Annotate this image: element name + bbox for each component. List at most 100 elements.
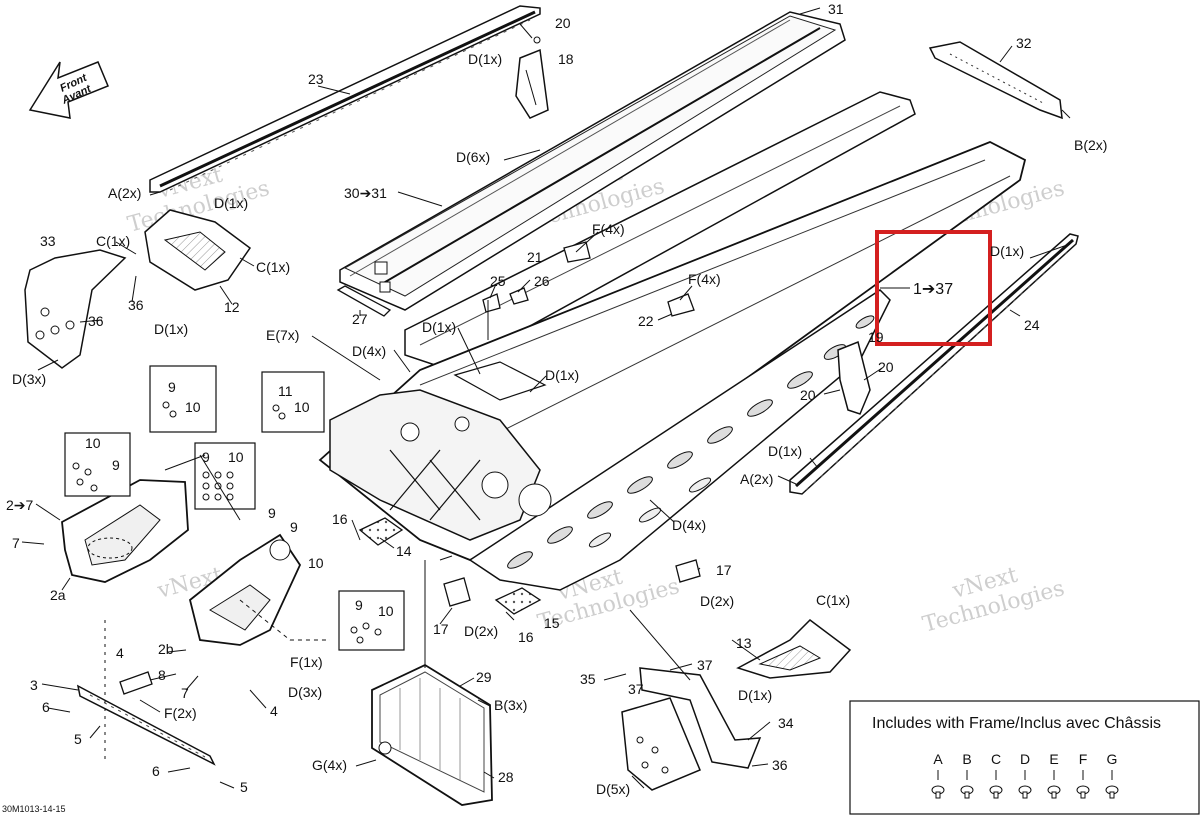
callout-c9b: 9 — [112, 457, 120, 473]
highlight-label: 1➔37 — [913, 281, 953, 298]
callout-c7b: 7 — [181, 685, 189, 701]
fastener-shank-icon-b — [964, 791, 970, 799]
callout-c32: 32 — [1016, 35, 1032, 51]
callout-c16b: 16 — [518, 629, 534, 645]
callout-cD1b: D(1x) — [214, 195, 248, 211]
small-hardware-group — [336, 241, 695, 317]
callout-c18: 18 — [558, 51, 574, 67]
callout-c37a: 37 — [697, 657, 713, 673]
callout-c7a: 7 — [12, 535, 20, 551]
legend-letter-d: D — [1020, 751, 1030, 767]
part-32-bracket — [928, 41, 1063, 120]
tunnel-top-panel — [339, 11, 846, 311]
callout-cD3b: D(3x) — [288, 684, 322, 700]
callout-cD3a: D(3x) — [12, 371, 46, 387]
callout-c4b: 4 — [270, 703, 278, 719]
callout-cF4a: F(4x) — [592, 221, 625, 237]
callout-cD2b: D(2x) — [464, 623, 498, 639]
callout-c10a: 10 — [185, 399, 201, 415]
leader-lines — [21, 7, 1071, 789]
callout-cD1r: D(1x) — [990, 243, 1024, 259]
callout-cB3: B(3x) — [494, 697, 527, 713]
callout-c6a: 6 — [42, 699, 50, 715]
part-2b-suspension-bracket — [188, 533, 302, 646]
callout-labels: 31203223D(1x)18B(2x)D(6x)A(2x)30➔31D(1x)… — [6, 1, 1107, 797]
callout-c10b: 10 — [294, 399, 310, 415]
fastener-shank-icon-d — [1022, 791, 1028, 799]
bulkhead-holes — [389, 416, 552, 521]
callout-cD1g: D(1x) — [738, 687, 772, 703]
fastener-shank-icon-e — [1051, 791, 1057, 799]
callout-c2b: 2b — [158, 641, 174, 657]
callout-c5b: 5 — [240, 779, 248, 795]
callout-c4a: 4 — [116, 645, 124, 661]
callout-cA2a: A(2x) — [108, 185, 141, 201]
callout-c10f: 10 — [378, 603, 394, 619]
part-33-bracket — [24, 249, 127, 369]
callout-c20c: 20 — [800, 387, 816, 403]
callout-c22: 22 — [638, 313, 654, 329]
callout-c17b: 17 — [433, 621, 449, 637]
part-8 — [119, 671, 153, 695]
callout-cC1c: C(1x) — [816, 592, 850, 608]
hardware-detail-boxes — [64, 365, 405, 651]
legend-letter-e: E — [1049, 751, 1058, 767]
legend-letter-c: C — [991, 751, 1001, 767]
callout-cD2a: D(2x) — [700, 593, 734, 609]
callout-c31: 31 — [828, 1, 844, 17]
chassis-main-frame — [318, 141, 1027, 591]
callout-cA2b: A(2x) — [740, 471, 773, 487]
callout-c2a: 2a — [50, 587, 66, 603]
callout-c9e: 9 — [290, 519, 298, 535]
callout-c9d: 9 — [268, 505, 276, 521]
callout-c16a: 16 — [332, 511, 348, 527]
part-12-bracket — [144, 209, 252, 291]
callout-c36a: 36 — [128, 297, 144, 313]
callout-cE7: E(7x) — [266, 327, 299, 343]
callout-c9a: 9 — [168, 379, 176, 395]
fastener-shank-icon-g — [1109, 791, 1115, 799]
side-rail-cutouts — [507, 315, 875, 569]
part-2a-suspension-bracket — [61, 479, 189, 583]
callout-c25: 25 — [490, 273, 506, 289]
callout-c27x: 2➔7 — [6, 497, 34, 513]
callout-cF2: F(2x) — [164, 705, 197, 721]
callout-cF1: F(1x) — [290, 654, 323, 670]
callout-cC1b: C(1x) — [256, 259, 290, 275]
callout-c12: 12 — [224, 299, 240, 315]
callout-c27: 27 — [352, 311, 368, 327]
callout-c9f: 9 — [355, 597, 363, 613]
callout-c11: 11 — [278, 383, 293, 399]
fastener-shank-icon-a — [935, 791, 941, 799]
callout-cF4b: F(4x) — [688, 271, 721, 287]
callout-cD1c: D(1x) — [154, 321, 188, 337]
callout-cD1f: D(1x) — [768, 443, 802, 459]
part-3-plate — [76, 684, 216, 766]
callout-c9c: 9 — [202, 449, 210, 465]
drawing-part-number: 30M1013-14-15 — [2, 804, 66, 814]
parts-14-15-17 — [358, 517, 701, 615]
legend-box: Includes with Frame/Inclus avec Châssis … — [849, 700, 1200, 815]
callout-c20a: 20 — [555, 15, 571, 31]
callout-c1x_top: D(1x) — [468, 51, 502, 67]
legend-letter-f: F — [1079, 751, 1088, 767]
callout-c24: 24 — [1024, 317, 1040, 333]
callout-c14: 14 — [396, 543, 412, 559]
callout-cD1d: D(1x) — [422, 319, 456, 335]
highlight-box-assembly: 1➔37 — [875, 230, 992, 346]
callout-cD4b: D(4x) — [672, 517, 706, 533]
callout-cD5: D(5x) — [596, 781, 630, 797]
callout-c33: 33 — [40, 233, 56, 249]
part-23-left-rail — [149, 5, 541, 193]
part-34-bracket — [621, 667, 762, 791]
callout-c10d: 10 — [228, 449, 244, 465]
callout-c34: 34 — [778, 715, 794, 731]
callout-c35: 35 — [580, 671, 596, 687]
callout-cG4: G(4x) — [312, 757, 347, 773]
callout-c15: 15 — [544, 615, 560, 631]
callout-c23: 23 — [308, 71, 324, 87]
callout-c10c: 10 — [85, 435, 101, 451]
callout-cB2: B(2x) — [1074, 137, 1107, 153]
